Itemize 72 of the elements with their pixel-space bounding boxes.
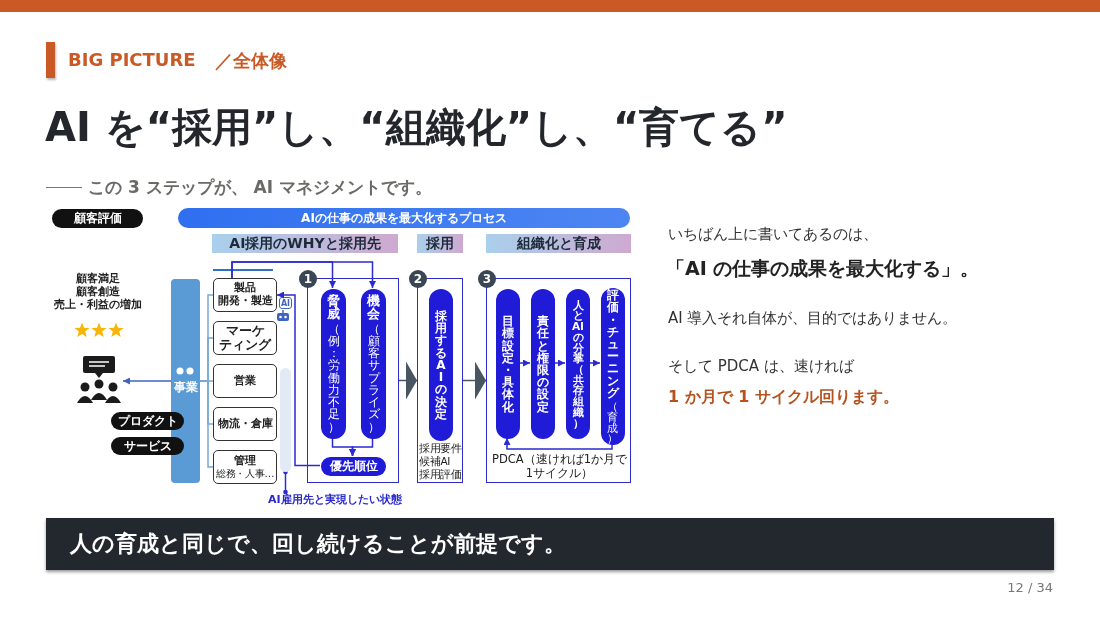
pill-heading: 機会 <box>366 295 381 321</box>
label-pill: プロダクト <box>111 412 184 430</box>
arrow <box>518 359 531 367</box>
ai-speech-bubble: AI <box>279 297 292 309</box>
phase-band: AI採用のWHYと採用先 <box>212 234 398 253</box>
department-box <box>213 450 277 484</box>
body-text: いちばん上に書いてあるのは、 <box>668 225 878 244</box>
requirement-note: 採用要件 <box>419 442 462 456</box>
pill-note: （例：労働力不足） <box>327 322 340 433</box>
department-box <box>213 278 277 312</box>
column-label: 事業 <box>172 379 199 396</box>
step-number-badge: 2 <box>409 270 427 288</box>
phase-band: 採用 <box>417 234 463 253</box>
process-pill <box>601 288 625 445</box>
page-number: 12 / 34 <box>1007 580 1053 595</box>
arrow <box>553 359 566 367</box>
slide-title: AI を“採用”し、“組織化”し、“育てる” <box>45 103 788 152</box>
department-box <box>213 321 277 355</box>
body-text: AI 導入それ自体が、目的ではありません。 <box>668 309 958 328</box>
section-label: BIG PICTURE <box>68 49 196 70</box>
body-text: そして PDCA は、速ければ <box>668 357 854 376</box>
pill-heading: 評価・チューニング <box>606 289 620 400</box>
emphasis-text: 「AI の仕事の成果を最大化する」。 <box>666 256 980 281</box>
emphasis-text: 1 か月で 1 サイクル回ります。 <box>668 387 899 408</box>
message-banner: 人の育成と同じで、回し続けることが前提です。 <box>46 518 1054 570</box>
arrow <box>588 359 601 367</box>
process-pill: 採用するAIの決定 <box>429 289 453 441</box>
box-label: 製品 <box>234 282 256 295</box>
customer-outcome-text: 顧客創造 <box>75 285 121 298</box>
subtitle: この 3 ステップが、 AI マネジメントです。 <box>88 176 432 199</box>
label-pill: サービス <box>111 437 184 455</box>
pill-heading: 脅威 <box>326 295 341 321</box>
arrow <box>231 261 376 289</box>
section-label: ／全体像 <box>215 49 287 73</box>
pill-note: （顧客サプライズ） <box>367 322 380 433</box>
requirement-note: 候補AI <box>419 455 451 469</box>
phase-band: 組織化と育成 <box>486 234 631 253</box>
process-pill <box>321 289 346 439</box>
process-pill: 人とAIの分掌（共存組織） <box>566 289 590 439</box>
box-note: 総務・人事… <box>215 467 275 480</box>
box-label: 物流・倉庫 <box>217 417 273 431</box>
chevron-arrow <box>462 361 487 400</box>
arrow <box>503 437 613 450</box>
business-column <box>171 279 200 483</box>
leader-line <box>283 469 288 495</box>
chevron-arrow <box>398 361 418 400</box>
pill-note: （育成） <box>607 401 619 444</box>
step-number-badge: 1 <box>299 270 317 288</box>
label-pill: 顧客評価 <box>52 209 143 228</box>
requirement-note: 採用評価 <box>419 468 462 482</box>
arrow <box>276 291 321 467</box>
process-banner: AIの仕事の成果を最大化するプロセス <box>178 208 630 228</box>
arrow <box>122 377 172 385</box>
box-label: マーケティング <box>219 323 271 353</box>
caption-text: AI雇用先と実現したい状態 <box>268 492 428 506</box>
box-label: 営業 <box>234 374 256 388</box>
step-number-badge: 3 <box>478 270 496 288</box>
department-box <box>213 364 277 398</box>
box-label: 管理 <box>234 454 256 468</box>
cycle-note: PDCA（速ければ1か月で1サイクル） <box>491 453 628 481</box>
highlight-bar <box>280 368 291 472</box>
process-pill: 目標設定・具体化 <box>496 289 520 439</box>
customer-outcome-text: 顧客満足 <box>75 271 121 286</box>
department-box <box>213 407 277 441</box>
connector-line <box>199 380 214 468</box>
customer-outcome-text: 売上・利益の増加 <box>53 297 143 312</box>
audience-icon <box>75 356 123 404</box>
process-pill <box>361 289 386 439</box>
process-pill: 責任と権限の設定 <box>531 289 555 439</box>
arrow <box>349 437 374 457</box>
box-label: 開発・製造 <box>217 295 273 308</box>
priority-pill: 優先順位 <box>321 457 386 476</box>
